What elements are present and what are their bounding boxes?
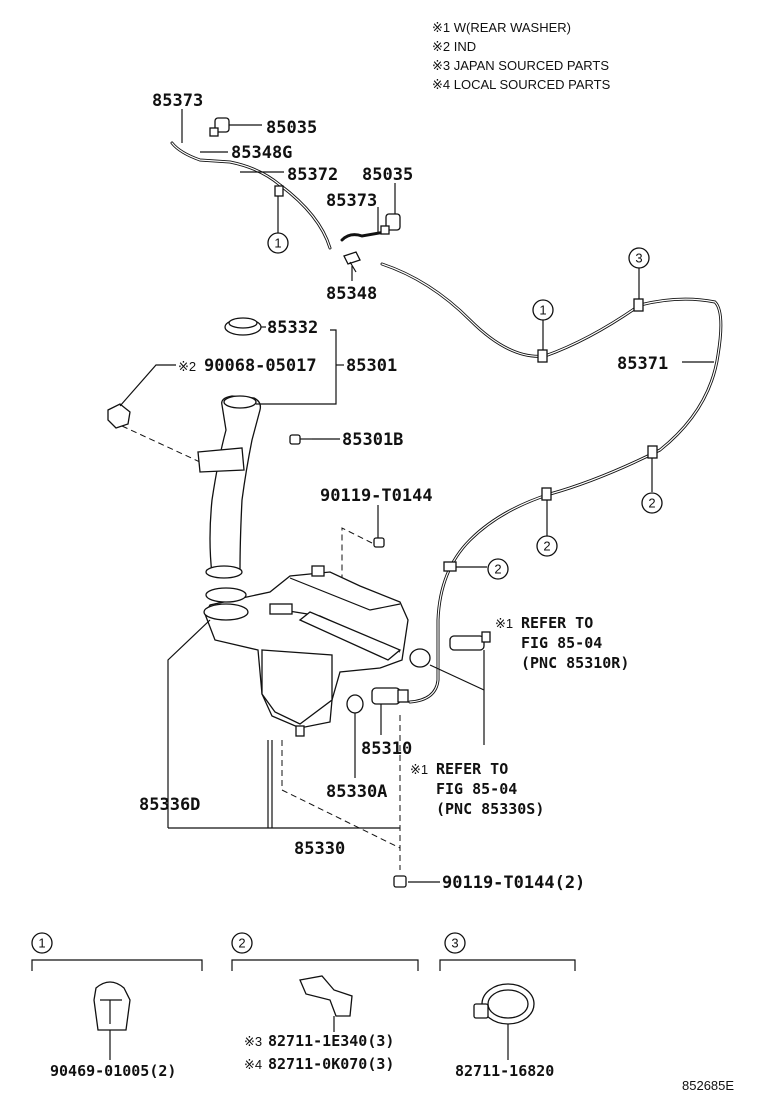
hose-band-82711-16820 [473, 983, 535, 1025]
label-90119-bottom: 90119-T0144(2) [442, 873, 585, 893]
label-85348: 85348 [326, 284, 377, 304]
bracket-90068 [107, 403, 131, 429]
tank-leaders [167, 619, 485, 883]
bolt-90119-top [373, 505, 385, 548]
label-85372: 85372 [287, 165, 338, 185]
hose-leaders [456, 268, 714, 568]
refer-note-front-pump: ※1 REFER TO FIG 85-04 (PNC 85330S) [410, 760, 544, 818]
svg-text:(PNC 85330S): (PNC 85330S) [436, 800, 544, 818]
hose-clamp [274, 185, 284, 197]
detail-panel-3: 3 82711-16820 [439, 932, 576, 1080]
inlet-85301 [205, 395, 262, 579]
label-85330: 85330 [294, 839, 345, 859]
clip-85301b [289, 434, 312, 445]
label-90119-top: 90119-T0144 [320, 486, 433, 506]
svg-text:1: 1 [539, 303, 546, 318]
label-85371: 85371 [617, 354, 668, 374]
label-85330a: 85330A [326, 782, 387, 802]
label-90068: 90068-05017 [204, 356, 317, 376]
label-85373-mid: 85373 [326, 191, 377, 211]
dashed-bracket-line [121, 425, 201, 463]
hose-clip-82711 [299, 975, 353, 1017]
svg-text:3: 3 [451, 936, 458, 951]
svg-text:REFER TO: REFER TO [521, 614, 593, 632]
inlet-bracket [197, 447, 245, 473]
label-90068-mark: ※2 [178, 359, 196, 374]
washer-nozzle-right [380, 213, 401, 235]
label-85301b: 85301B [342, 430, 403, 450]
upper-leaders [181, 109, 396, 281]
svg-text:※1: ※1 [495, 616, 513, 631]
figure-id: 852685E [682, 1078, 734, 1093]
label-82711-16820: 82711-16820 [455, 1062, 554, 1080]
legend-local-sourced: ※4 LOCAL SOURCED PARTS [432, 77, 611, 92]
label-85336d: 85336D [139, 795, 200, 815]
detail-panel-2: 2 ※3 82711-1E340(3) ※4 82711-0K070(3) [231, 932, 419, 1073]
label-82711-1e340: 82711-1E340(3) [268, 1032, 394, 1050]
grommet-85330a [346, 694, 364, 714]
callouts: 1 1 2 2 2 3 [267, 232, 663, 580]
legend-rear-washer: ※1 W(REAR WASHER) [432, 20, 571, 35]
label-85348g: 85348G [231, 143, 292, 163]
svg-text:REFER TO: REFER TO [436, 760, 508, 778]
label-85035-right: 85035 [362, 165, 413, 185]
svg-text:1: 1 [274, 236, 281, 251]
callout-1-hose: 1 [532, 299, 554, 321]
svg-text:2: 2 [238, 936, 245, 951]
label-85310: 85310 [361, 739, 412, 759]
svg-text:2: 2 [543, 539, 550, 554]
legend: ※1 W(REAR WASHER) ※2 IND ※3 JAPAN SOURCE… [432, 20, 611, 92]
detail-panel-1: 1 90469-01005(2) [31, 932, 203, 1080]
washer-cap-85332 [224, 317, 262, 336]
cap-inlet-leaders [119, 326, 344, 440]
svg-text:3: 3 [635, 251, 642, 266]
bolt-90119-bottom [393, 875, 407, 888]
svg-text:FIG 85-04: FIG 85-04 [436, 780, 517, 798]
callout-2-left: 2 [487, 558, 509, 580]
hose-clip-90469 [93, 981, 131, 1031]
label-82711-0k070: 82711-0K070(3) [268, 1055, 394, 1073]
label-85373-top: 85373 [152, 91, 203, 111]
refer-note-rear-pump: ※1 REFER TO FIG 85-04 (PNC 85310R) [495, 614, 629, 672]
svg-text:※4: ※4 [244, 1057, 262, 1072]
washer-nozzle-top [209, 117, 230, 137]
callout-3: 3 [628, 247, 650, 269]
label-85332: 85332 [267, 318, 318, 338]
svg-text:※3: ※3 [244, 1034, 262, 1049]
washer-tank [203, 565, 409, 737]
svg-text:※1: ※1 [410, 762, 428, 777]
legend-japan-sourced: ※3 JAPAN SOURCED PARTS [432, 58, 609, 73]
label-85301: 85301 [346, 356, 397, 376]
svg-text:2: 2 [494, 562, 501, 577]
svg-text:1: 1 [38, 936, 45, 951]
svg-text:(PNC 85310R): (PNC 85310R) [521, 654, 629, 672]
washer-pump-85310 [371, 687, 409, 705]
dashed-bolt-line-top [341, 527, 373, 586]
callout-2-mid: 2 [536, 535, 558, 557]
callout-1-upper: 1 [267, 232, 289, 254]
hose-joint-85348 [343, 251, 361, 273]
label-85035-top: 85035 [266, 118, 317, 138]
legend-ind: ※2 IND [432, 39, 476, 54]
svg-text:2: 2 [648, 496, 655, 511]
rear-pump-ref [409, 631, 491, 668]
callout-2-right: 2 [641, 492, 663, 514]
svg-text:FIG 85-04: FIG 85-04 [521, 634, 602, 652]
label-90469: 90469-01005(2) [50, 1062, 176, 1080]
